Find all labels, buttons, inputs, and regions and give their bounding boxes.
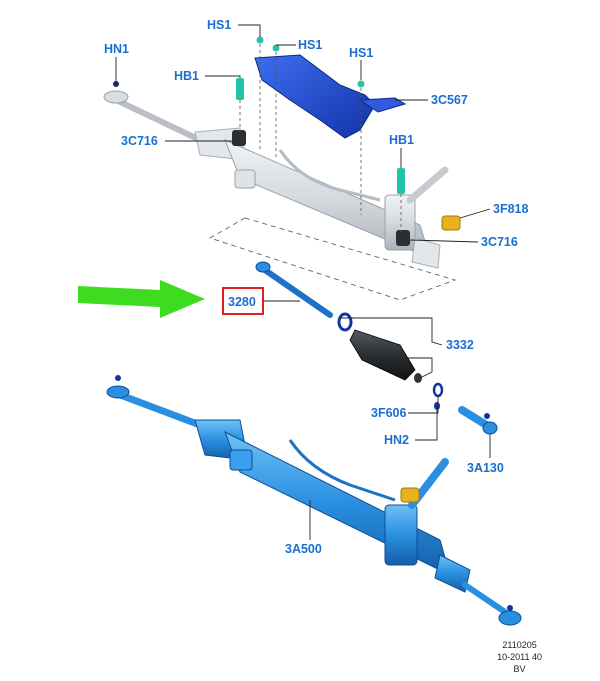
callout-3280: 3280 (228, 295, 256, 309)
clamp (432, 382, 444, 398)
callout-3c567: 3C567 (431, 93, 468, 107)
callout-3f818: 3F818 (493, 202, 528, 216)
callout-hb1-left: HB1 (174, 69, 199, 83)
reference-line-1: 2110205 (502, 640, 537, 650)
bolt-hb1-left (236, 78, 244, 100)
tie-rod-end (458, 406, 498, 435)
reference-line-3: BV (513, 664, 526, 674)
callout-3a130: 3A130 (467, 461, 504, 475)
blue-steering-rack-assembly (106, 375, 522, 626)
callout-3a500: 3A500 (285, 542, 322, 556)
bushing-left (232, 130, 246, 146)
heat-shield (254, 54, 407, 139)
lock-ring (337, 312, 353, 332)
callout-hs1-mid: HS1 (298, 38, 322, 52)
rack-boot (349, 329, 422, 383)
green-pointer-arrow (78, 280, 205, 318)
leader-lines (115, 24, 491, 540)
bolt-hb1-right (397, 168, 405, 194)
callout-hn1: HN1 (104, 42, 129, 56)
callout-3c716-right: 3C716 (481, 235, 518, 249)
callout-3c716-left: 3C716 (121, 134, 158, 148)
explode-outline (208, 217, 457, 301)
callout-labels: HN1 HS1 HS1 HS1 HB1 HB1 3C567 3C716 3F81… (104, 18, 528, 556)
highlight-box-3280 (222, 287, 264, 315)
callout-hs1-right: HS1 (349, 46, 373, 60)
grey-steering-rack-assembly (103, 90, 461, 269)
callout-3f606: 3F606 (371, 406, 406, 420)
callout-3332: 3332 (446, 338, 474, 352)
bushing-right (396, 230, 410, 246)
inner-tie-rod (255, 261, 333, 318)
yellow-sensor (441, 215, 461, 231)
nut-hn2 (434, 402, 440, 410)
callout-hs1-top: HS1 (207, 18, 231, 32)
reference-line-2: 10-2011 40 (497, 652, 542, 662)
callout-hn2: HN2 (384, 433, 409, 447)
callout-hb1-right: HB1 (389, 133, 414, 147)
bolts (113, 36, 405, 194)
diagram-reference-code: 2110205 10-2011 40 BV (497, 639, 542, 675)
